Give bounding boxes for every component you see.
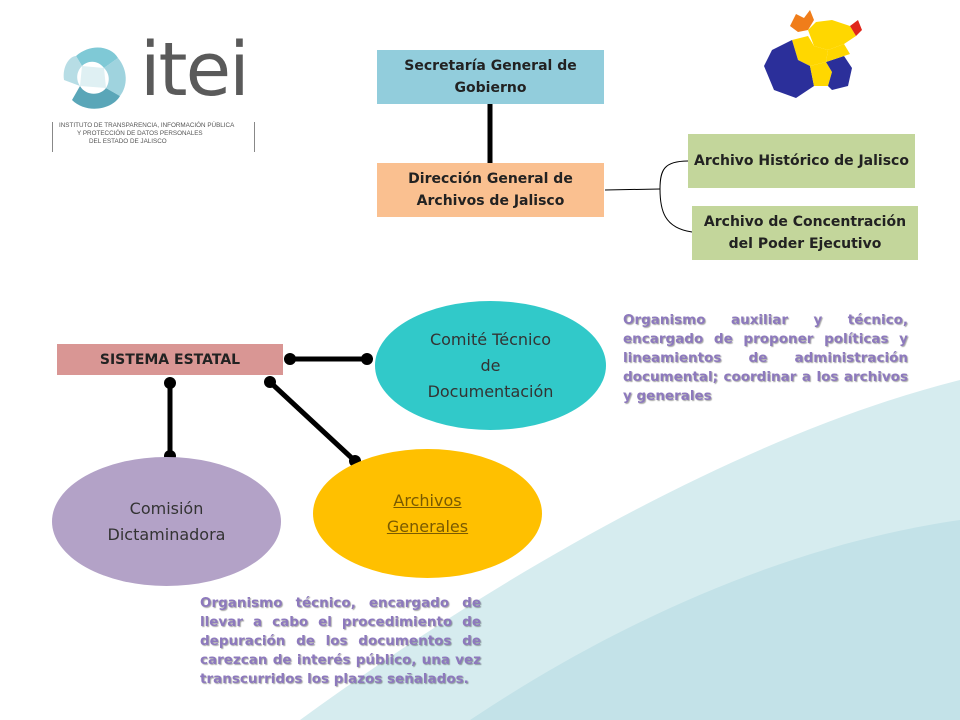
comite-description: Organismo auxiliar y técnico, encargado … xyxy=(623,312,908,404)
itei-wordmark: itei xyxy=(140,27,250,113)
logo-caption: INSTITUTO DE TRANSPARENCIA, INFORMACIÓN … xyxy=(52,122,255,152)
archivo-historico-box: Archivo Histórico de Jalisco xyxy=(688,134,915,188)
archivos-generales-ellipse[interactable]: Archivos Generales xyxy=(313,449,542,578)
secretaria-box: Secretaría General de Gobierno xyxy=(377,50,604,104)
logo-caption-line-2: Y PROTECCIÓN DE DATOS PERSONALES xyxy=(77,130,203,137)
logo-caption-line-3: DEL ESTADO DE JALISCO xyxy=(89,138,167,145)
comision-dictaminadora-label: Comisión Dictaminadora xyxy=(107,498,226,544)
comision-description: Organismo técnico, encargado de llevar a… xyxy=(200,595,481,687)
archivos-generales-link[interactable]: Archivos Generales xyxy=(386,490,469,536)
direccion-box: Dirección General de Archivos de Jalisco xyxy=(377,163,604,217)
itei-logo: itei INSTITUTO DE TRANSPARENCIA, INFORMA… xyxy=(50,27,265,160)
logo-caption-line-1: INSTITUTO DE TRANSPARENCIA, INFORMACIÓN … xyxy=(59,122,235,129)
sistema-estatal-box: SISTEMA ESTATAL xyxy=(57,344,283,375)
comite-tecnico-label: Comité Técnico de Documentación xyxy=(427,329,554,401)
jalisco-map-icon xyxy=(764,10,862,98)
archivo-concentracion-box: Archivo de Concentración del Poder Ejecu… xyxy=(692,206,918,260)
itei-logo-mark-icon xyxy=(63,47,126,109)
comision-dictaminadora-ellipse: Comisión Dictaminadora xyxy=(52,457,281,586)
comite-tecnico-ellipse: Comité Técnico de Documentación xyxy=(375,301,606,430)
